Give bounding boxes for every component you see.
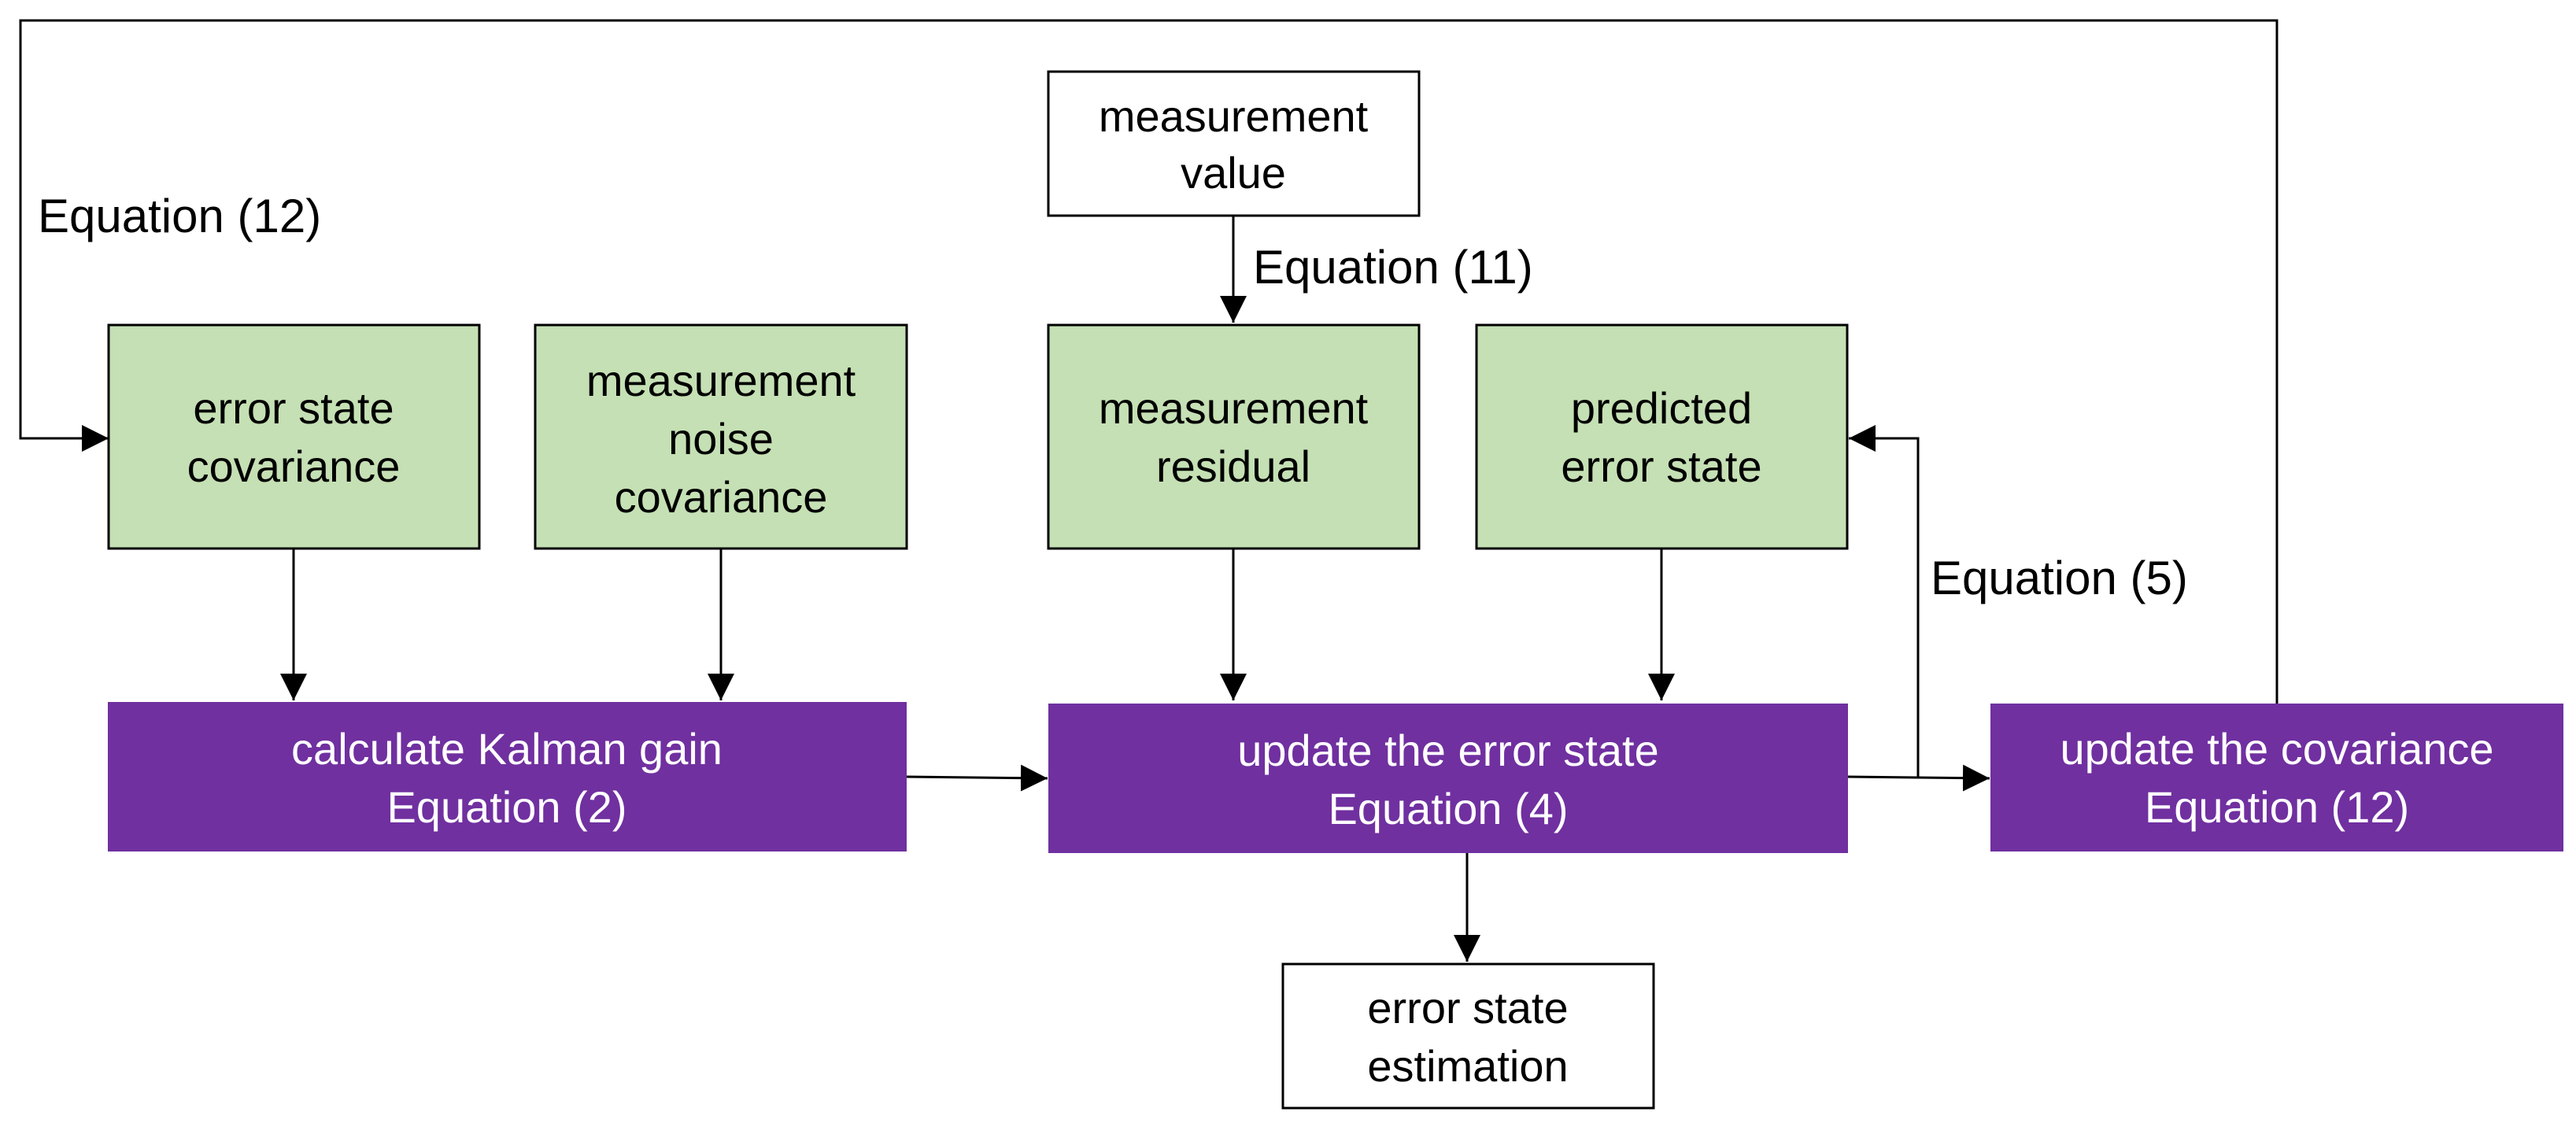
measurement-residual-line-1: measurement	[1099, 383, 1369, 433]
edge-label-feedback-predicted: Equation (5)	[1931, 552, 2188, 604]
node-error-state-covariance: error state covariance	[107, 323, 481, 550]
node-measurement-residual: measurement residual	[1047, 323, 1421, 550]
error-state-covariance-line-2: covariance	[187, 441, 401, 491]
measurement-noise-covariance-line-3: covariance	[615, 472, 828, 522]
node-error-state-estimation: error state estimation	[1281, 962, 1655, 1110]
arrow-gain-to-update	[905, 764, 1048, 792]
node-predicted-error-state: predicted error state	[1475, 323, 1849, 550]
connectors	[19, 19, 2278, 962]
predicted-error-state-line-2: error state	[1561, 441, 1761, 491]
update-covariance-line-2: Equation (12)	[2145, 782, 2409, 832]
update-error-state-line-1: update the error state	[1237, 726, 1658, 775]
arrow-update-to-covariance	[1846, 764, 1990, 792]
error-state-estimation-line-1: error state	[1367, 983, 1568, 1032]
node-measurement-noise-covariance: measurement noise covariance	[534, 323, 908, 550]
error-state-covariance-line-1: error state	[193, 383, 394, 433]
measurement-residual-line-2: residual	[1156, 441, 1310, 491]
measurement-noise-covariance-line-2: noise	[668, 414, 774, 464]
error-state-estimation-line-2: estimation	[1367, 1041, 1568, 1091]
edge-label-feedback-covariance: Equation (12)	[38, 190, 321, 242]
measurement-value-line-2: value	[1181, 148, 1286, 198]
calculate-kalman-gain-line-1: calculate Kalman gain	[291, 724, 723, 774]
measurement-value-line-1: measurement	[1099, 91, 1369, 141]
calculate-kalman-gain-line-2: Equation (2)	[386, 782, 626, 832]
update-error-state-line-2: Equation (4)	[1328, 784, 1568, 833]
edge-label-measurement: Equation (11)	[1253, 241, 1533, 294]
node-measurement-value: measurement value	[1047, 70, 1421, 217]
feedback-loop-predicted	[1849, 425, 1920, 777]
measurement-noise-covariance-line-1: measurement	[586, 356, 856, 405]
update-covariance-line-1: update the covariance	[2060, 724, 2493, 774]
feedback-loop-covariance	[19, 19, 2278, 705]
predicted-error-state-line-1: predicted	[1571, 383, 1752, 433]
